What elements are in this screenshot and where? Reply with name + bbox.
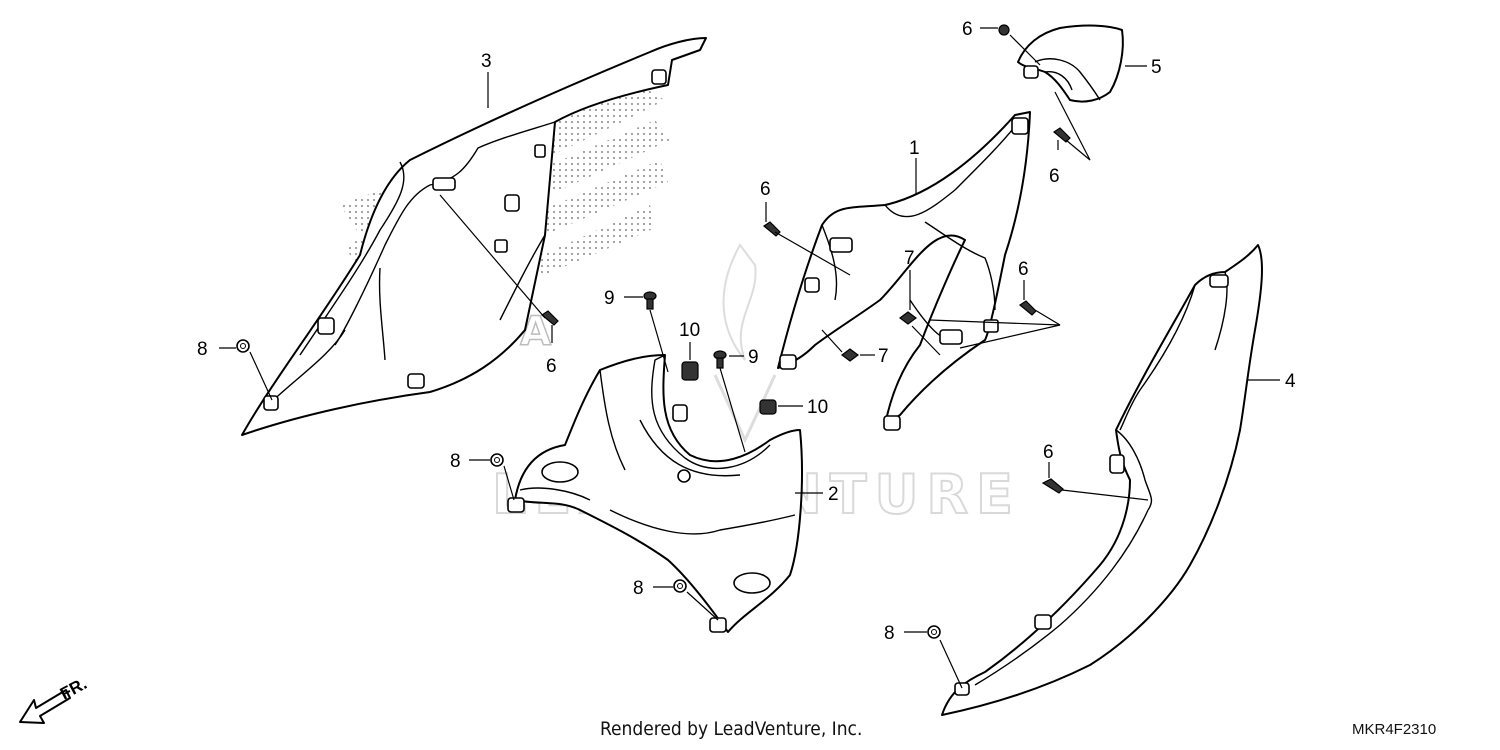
callout-bolt-6-top: 6: [962, 19, 973, 40]
part-4-side-cover: [941, 244, 1263, 716]
part-2-lower-cowl: [507, 354, 803, 633]
bolt-6-top: [998, 24, 1010, 36]
part-1-inner-panel: [777, 111, 1031, 431]
callout-grommet-8-part2-right: 8: [633, 578, 644, 599]
leader-lines: [219, 27, 1280, 689]
screw-9-right: [713, 350, 727, 369]
callout-grommet-8-part4: 8: [884, 623, 895, 644]
callout-clip-7-upper: 7: [904, 248, 915, 269]
callout-bolt-6-part1-left: 6: [760, 179, 771, 200]
nut-10-lower: [759, 399, 777, 415]
callout-labels: 3 1 5 4 2 6 6 6 6 6 6 8 8 8 8 9 9 10 10 …: [197, 19, 1296, 644]
callout-grommet-8-part2-left: 8: [450, 451, 461, 472]
callout-part-1: 1: [909, 138, 920, 159]
clip-7-upper: [899, 311, 917, 325]
front-arrow-icon: [19, 689, 71, 724]
clip-7-lower: [841, 348, 859, 362]
callout-bolt-6-part5: 6: [1049, 166, 1060, 187]
callout-screw-9-right: 9: [748, 347, 759, 368]
nut-10-upper: [681, 361, 699, 381]
callout-nut-10-upper: 10: [679, 320, 700, 341]
callout-screw-9-left: 9: [604, 288, 615, 309]
callout-part-5: 5: [1151, 57, 1162, 78]
bolt-6-part3: [540, 310, 559, 326]
grommet-8-part2-right: [673, 579, 687, 593]
callout-part-2: 2: [828, 484, 839, 505]
bolt-6-part1-right: [1018, 300, 1037, 316]
callout-nut-10-lower: 10: [807, 397, 828, 418]
bolt-6-part5-lower: [1052, 127, 1071, 143]
grommet-8-part3: [236, 339, 250, 353]
callout-grommet-8-part3: 8: [197, 339, 208, 360]
grommet-8-part4: [927, 625, 941, 639]
screw-9-left: [643, 291, 657, 310]
callout-part-3: 3: [481, 51, 492, 72]
callout-bolt-6-part4: 6: [1043, 442, 1054, 463]
callout-clip-7-lower: 7: [878, 346, 889, 367]
footer-credit: Rendered by LeadVenture, Inc.: [600, 718, 863, 740]
grommet-8-part2-left: [490, 453, 504, 467]
callout-bolt-6-part1-right: 6: [1018, 259, 1029, 280]
bolt-6-part4: [1041, 478, 1064, 494]
callout-part-4: 4: [1285, 371, 1296, 392]
front-direction-marker: FR.: [19, 674, 90, 724]
callout-bolt-6-part3: 6: [546, 356, 557, 377]
part-5-small-cover: [1017, 24, 1124, 103]
part-3-side-cover: [241, 37, 707, 436]
diagram-code: MKR4F2310: [1352, 721, 1437, 738]
